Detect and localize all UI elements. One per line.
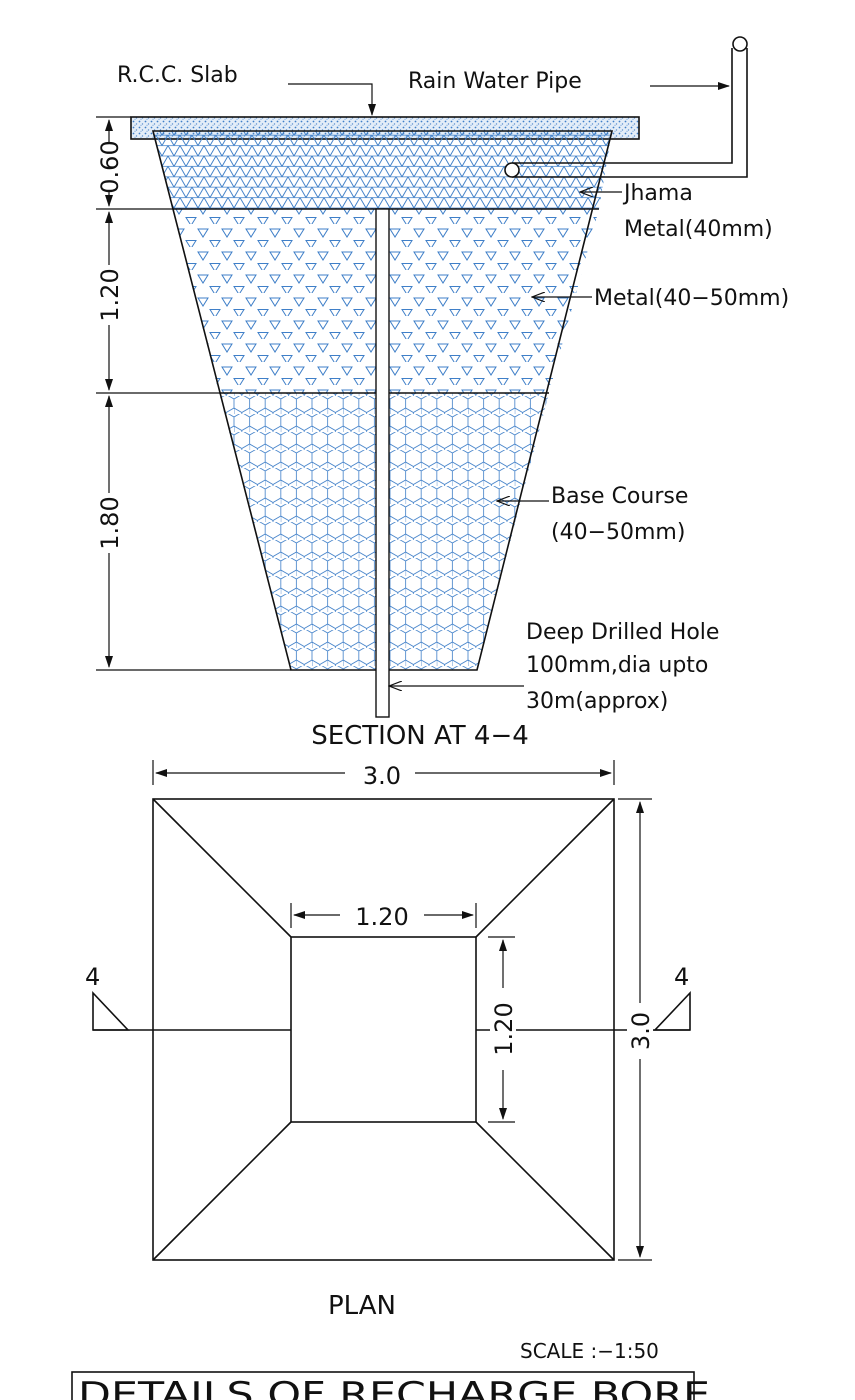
jhama-metal-layer [153, 131, 612, 209]
label-hole-1: Deep Drilled Hole [526, 620, 719, 645]
label-base-course-1: Base Course [551, 484, 688, 509]
label-base-course-2: (40−50mm) [551, 520, 685, 545]
section-mark-left: 4 [85, 963, 100, 991]
label-hole-3: 30m(approx) [526, 689, 668, 714]
label-jhama-2: Metal(40mm) [624, 217, 773, 242]
label-metal: Metal(40−50mm) [594, 286, 789, 311]
plan-title: PLAN [328, 1291, 396, 1321]
plan-inner-square [290, 936, 477, 1123]
dim-depth-120: 1.20 [96, 268, 124, 321]
dim-inner-width: 1.20 [355, 903, 408, 931]
plan-view: 3.0 4 4 1.20 1.20 [85, 759, 691, 1321]
footer-title-box [71, 1371, 695, 1400]
dim-depth-060: 0.60 [96, 140, 124, 193]
plan-diagonals [152, 798, 615, 1261]
dim-depth-180: 1.80 [96, 496, 124, 549]
section-mark-left-triangle [92, 990, 130, 1031]
pit-outline [151, 130, 614, 671]
rain-water-pipe [512, 48, 748, 178]
section-title: SECTION AT 4−4 [311, 721, 529, 751]
label-rcc-slab: R.C.C. Slab [117, 63, 238, 88]
section-view: R.C.C. Slab Rain Water Pipe Jhama Metal(… [96, 36, 789, 751]
depth-dimensions: 0.60 1.20 1.80 [96, 116, 291, 671]
dim-outer-height: 3.0 [627, 1012, 655, 1050]
leader-rcc-slab [288, 83, 376, 116]
section-cut-line: 4 4 [85, 963, 691, 1031]
section-mark-right: 4 [674, 963, 689, 991]
pipe-outlet [504, 162, 520, 178]
section-mark-right-triangle [653, 990, 691, 1031]
label-jhama-1: Jhama [622, 181, 693, 206]
scale-label: SCALE :−1:50 [520, 1339, 659, 1363]
footer-title: DETAILS OF RECHARGE BORE [78, 1375, 710, 1400]
dim-outer-width: 3.0 [363, 762, 401, 790]
dim-inner-height: 1.20 [490, 1002, 518, 1055]
label-hole-2: 100mm,dia upto [526, 653, 708, 678]
label-rain-water-pipe: Rain Water Pipe [408, 69, 582, 94]
drilled-hole [375, 208, 390, 718]
pipe-top-cap [732, 36, 748, 52]
